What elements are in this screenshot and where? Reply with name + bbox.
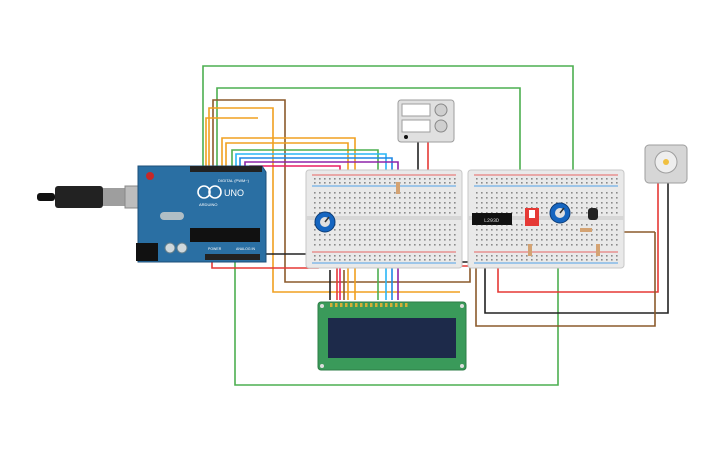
arduino-logo-icon <box>197 185 222 199</box>
wire-brown-1[interactable] <box>212 99 471 283</box>
power-supply-icon[interactable] <box>397 99 455 143</box>
lcd-display[interactable] <box>317 301 467 371</box>
wire-green-bottom[interactable] <box>234 262 559 386</box>
wire-orange-1[interactable] <box>208 107 460 293</box>
wire-motor-brown[interactable] <box>475 232 656 327</box>
analog-header-label: ANALOG IN <box>236 247 256 251</box>
usb-cable-icon <box>37 185 154 209</box>
potentiometer-left[interactable] <box>314 211 336 233</box>
board-model-text: UNO <box>224 188 244 198</box>
power-header-label: POWER <box>208 247 222 251</box>
arduino-uno-board[interactable]: UNO ARDUINO DIGITAL (PWM~) POWER ANALOG … <box>136 165 267 263</box>
resistors <box>396 182 600 256</box>
slide-switch-icon[interactable] <box>525 208 539 226</box>
wire-motor-black[interactable] <box>484 183 669 314</box>
wire-orange-2[interactable] <box>205 117 258 170</box>
motor-driver-chip[interactable]: L293D <box>472 213 512 225</box>
breadboard-left[interactable] <box>305 169 463 269</box>
brand-text: ARDUINO <box>199 202 217 207</box>
lcd-pin-header <box>330 303 408 307</box>
breadboard-holes <box>314 178 456 261</box>
digital-header-label: DIGITAL (PWM~) <box>218 178 250 183</box>
potentiometer-right[interactable] <box>549 202 571 224</box>
wire-green-top[interactable] <box>202 65 574 255</box>
chip-label: L293D <box>484 218 499 224</box>
transistor-icon[interactable] <box>588 208 598 220</box>
dc-motor-icon[interactable] <box>644 144 688 184</box>
